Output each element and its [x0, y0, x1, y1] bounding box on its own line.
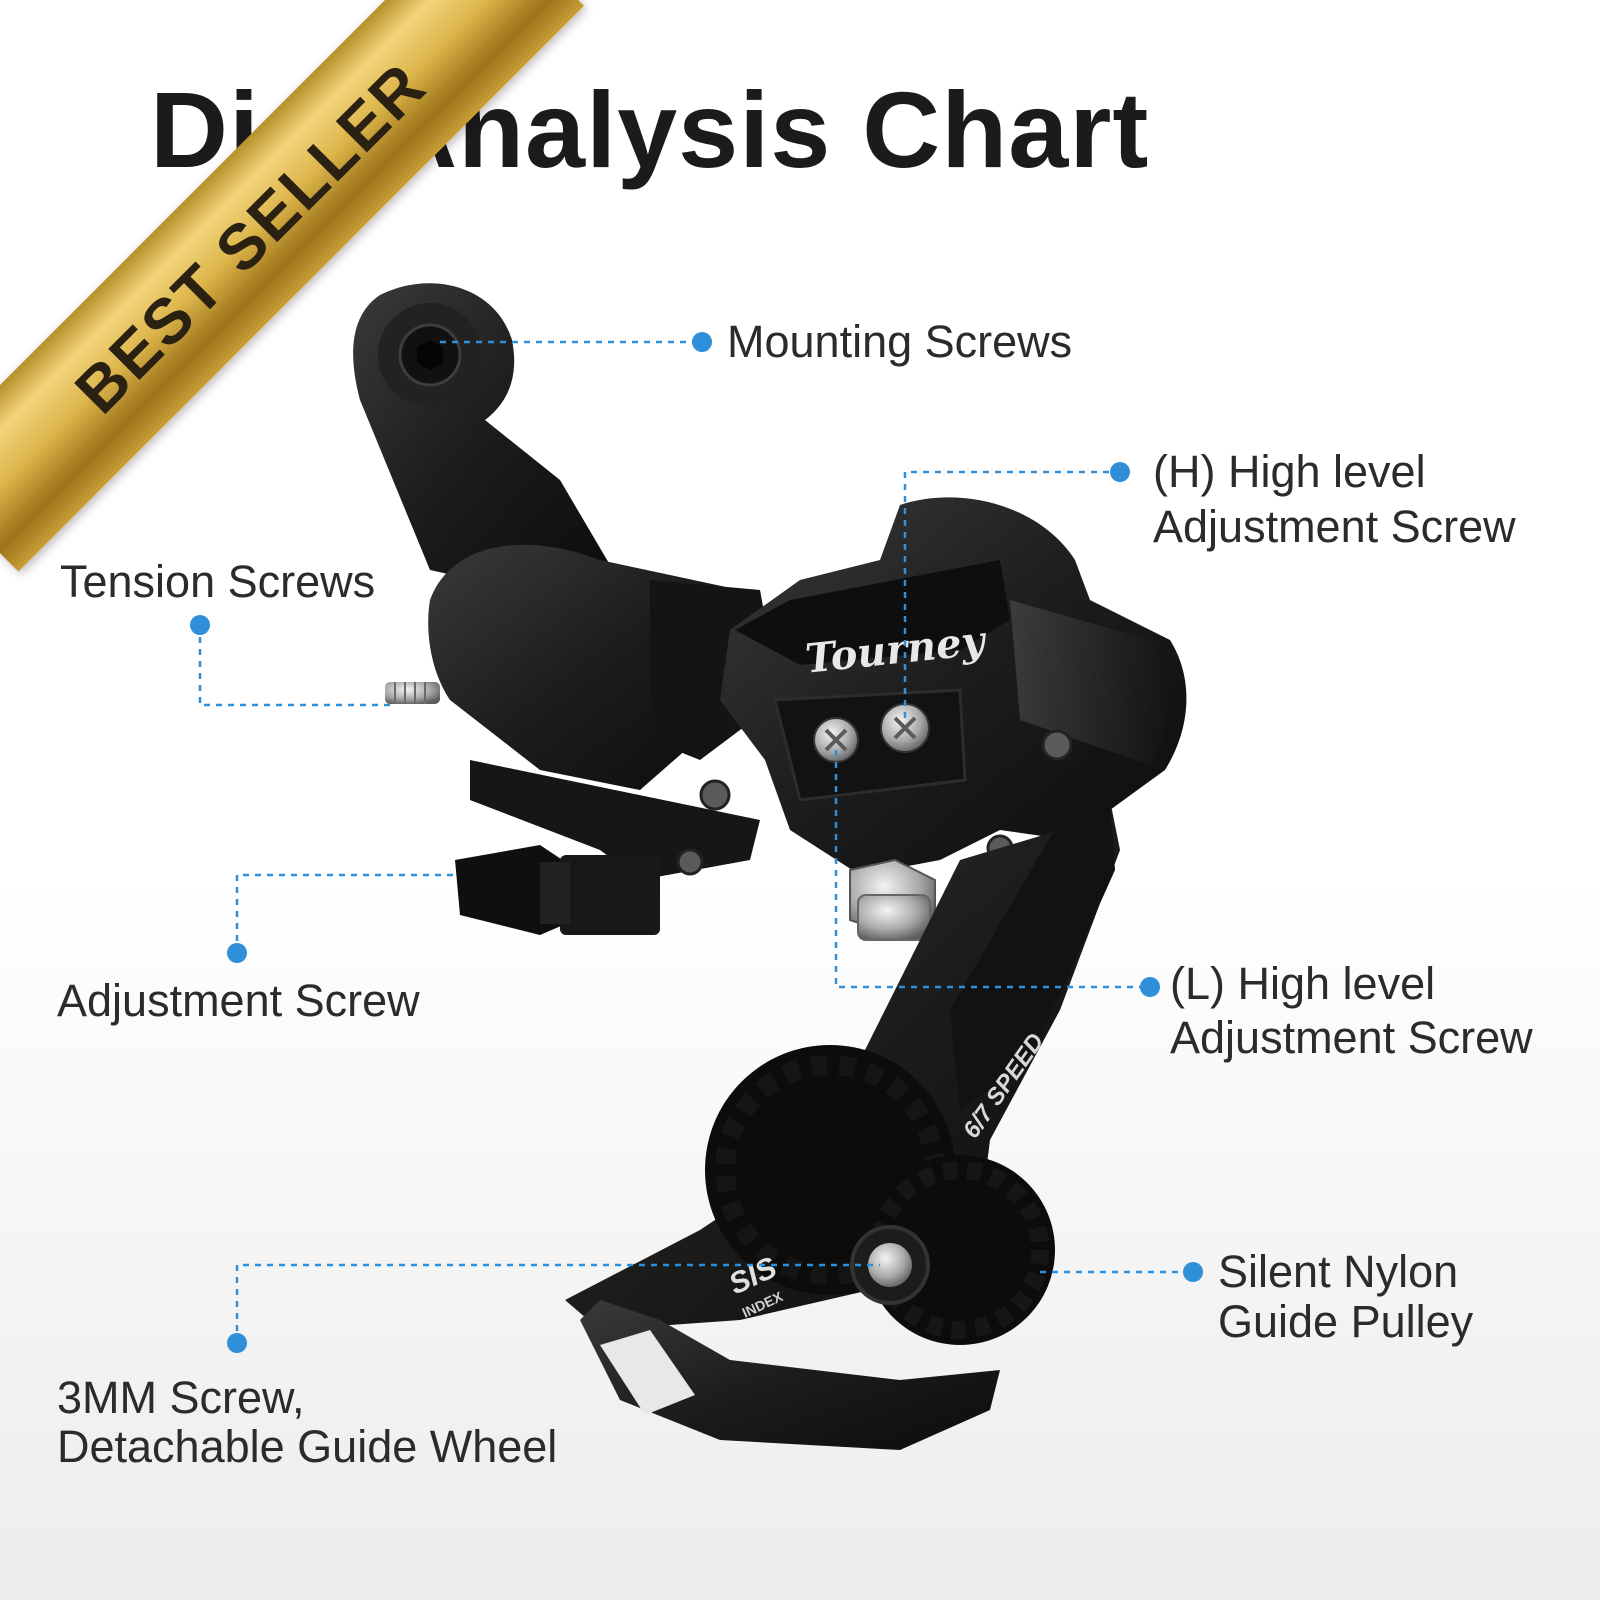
- label-low-line1: (L) High level: [1170, 958, 1436, 1009]
- leader-screw: [235, 1263, 880, 1343]
- dot-low: [1140, 977, 1160, 997]
- label-pulley-line1: Silent Nylon: [1218, 1246, 1459, 1297]
- dot-mounting: [692, 332, 712, 352]
- leader-high: [903, 470, 1120, 718]
- knuckle-housing: Tourney: [720, 497, 1187, 875]
- leader-adjust: [235, 873, 455, 953]
- leader-tension: [198, 625, 390, 707]
- leader-dots: [190, 332, 1203, 1353]
- cable-bolt: [849, 858, 936, 941]
- label-high-line2: Adjustment Screw: [1153, 501, 1516, 552]
- leader-low: [834, 750, 1150, 989]
- tension-screw: [385, 682, 440, 704]
- dot-pulley: [1183, 1262, 1203, 1282]
- limit-screws: [813, 703, 930, 763]
- dot-high: [1110, 462, 1130, 482]
- label-pulley-line2: Guide Pulley: [1218, 1296, 1474, 1347]
- label-low-line2: Adjustment Screw: [1170, 1012, 1533, 1063]
- label-screw-line1: 3MM Screw,: [57, 1372, 305, 1423]
- leader-lines: [198, 340, 1193, 1343]
- label-screw-line2: Detachable Guide Wheel: [57, 1421, 558, 1472]
- label-high-line1: (H) High level: [1153, 446, 1426, 497]
- label-adjustment-screw: Adjustment Screw: [57, 975, 420, 1026]
- label-tension-screws: Tension Screws: [60, 556, 376, 607]
- dot-adjust: [227, 943, 247, 963]
- mounting-bracket: [353, 283, 610, 590]
- label-mounting-screws: Mounting Screws: [727, 316, 1073, 367]
- upper-body: [428, 544, 780, 880]
- cage: 6/7 SPEED SIS INDEX: [565, 800, 1120, 1450]
- adjustment-barrel: [455, 845, 660, 935]
- dot-tension: [190, 615, 210, 635]
- dot-screw: [227, 1333, 247, 1353]
